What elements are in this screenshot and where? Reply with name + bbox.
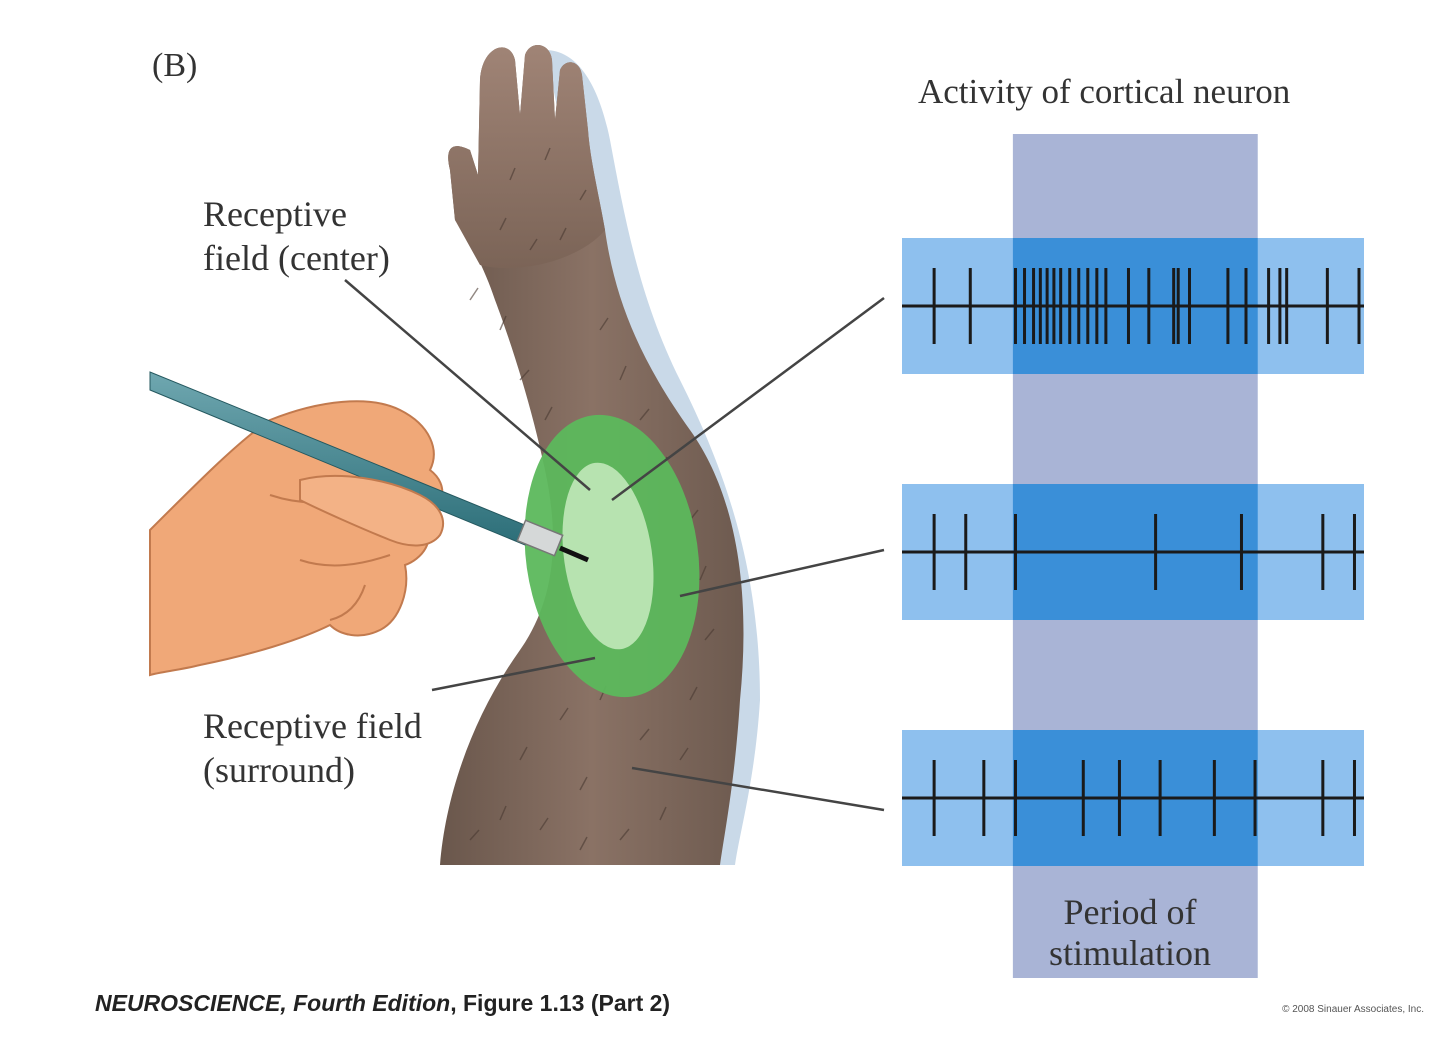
- receptive-field: [524, 414, 700, 698]
- thumb: [299, 475, 445, 547]
- probe-rod: [149, 371, 533, 546]
- probe-needle: [559, 545, 589, 563]
- leader-outside-to-trace: [631, 766, 885, 812]
- period-line2: stimulation: [1049, 933, 1211, 973]
- caption-edition: , Fourth Edition: [280, 990, 451, 1016]
- hair-texture: [469, 147, 715, 851]
- panel-label: (B): [152, 47, 198, 84]
- period-line1: Period of: [1063, 892, 1197, 932]
- figure-caption: NEUROSCIENCE, Fourth Edition, Figure 1.1…: [95, 990, 670, 1017]
- rf-surround-line2: (surround): [203, 750, 355, 790]
- period-of-stimulation-label: Period of stimulation: [1010, 892, 1250, 974]
- receptive-field-surround-label: Receptive field (surround): [203, 704, 503, 792]
- rf-surround-line1: Receptive field: [203, 706, 422, 746]
- copyright-notice: © 2008 Sinauer Associates, Inc.: [1282, 1004, 1424, 1015]
- caption-book: NEUROSCIENCE: [95, 990, 281, 1016]
- rf-center-line2: field (center): [203, 238, 390, 278]
- caption-figure: , Figure 1.13 (Part 2): [450, 990, 671, 1016]
- probe-tip-metal: [516, 519, 564, 557]
- receptive-field-center-label: Receptive field (center): [203, 192, 463, 280]
- activity-title: Activity of cortical neuron: [918, 72, 1291, 111]
- leader-rf-center: [344, 279, 591, 491]
- rf-center-line1: Receptive: [203, 194, 347, 234]
- leader-surround-to-trace: [679, 548, 885, 598]
- receptive-field-center: [562, 462, 654, 650]
- examiner-hand: [149, 371, 589, 677]
- leader-rf-surround: [431, 656, 596, 692]
- leader-center-to-trace: [611, 296, 885, 502]
- leader-lines: [344, 279, 885, 812]
- hand-top: [448, 44, 605, 269]
- activity-panel: [902, 134, 1364, 978]
